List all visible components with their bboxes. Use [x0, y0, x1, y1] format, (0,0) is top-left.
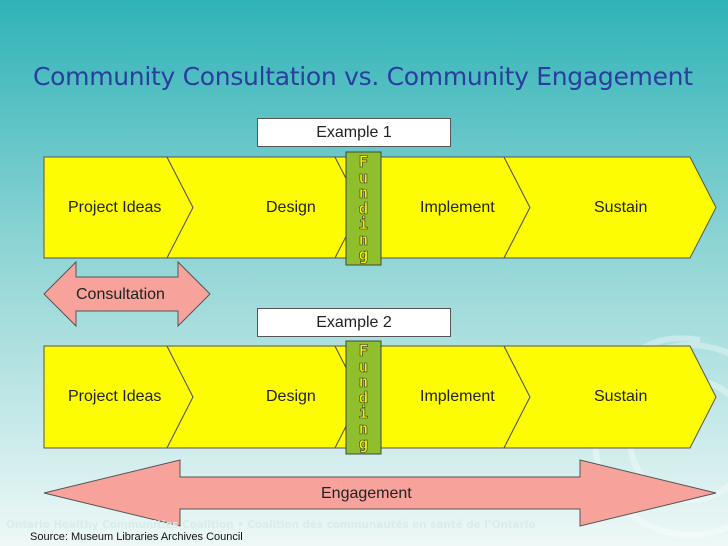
stage-project-ideas-2: Project Ideas — [68, 388, 162, 405]
stage-implement-1: Implement — [420, 199, 495, 216]
stage-implement-2: Implement — [420, 388, 495, 405]
stage-sustain-2: Sustain — [594, 388, 648, 405]
engagement-arrow — [43, 459, 717, 527]
funding-box-2 — [345, 340, 382, 455]
example-1-label: Example 1 — [257, 118, 451, 147]
stage-project-ideas-1: Project Ideas — [68, 199, 162, 216]
funding-box-1 — [345, 151, 382, 266]
stage-design-1: Design — [266, 199, 316, 216]
page-title: Community Consultation vs. Community Eng… — [33, 62, 693, 91]
row-1-chevron-design — [166, 156, 362, 259]
row-1-chevron-sustain — [503, 156, 717, 259]
footer-coalition-text: Ontario Healthy Communities Coalition • … — [6, 519, 536, 531]
source-note: Source: Museum Libraries Archives Counci… — [30, 531, 243, 543]
consultation-label: Consultation — [76, 286, 165, 303]
example-2-label: Example 2 — [257, 308, 451, 337]
row-2-chevron-design — [166, 345, 362, 449]
stage-design-2: Design — [266, 388, 316, 405]
consultation-arrow — [43, 260, 211, 328]
process-row-1 — [43, 156, 717, 259]
row-2-chevron-sustain — [503, 345, 717, 449]
process-row-2 — [43, 345, 717, 449]
engagement-label: Engagement — [321, 485, 412, 502]
stage-sustain-1: Sustain — [594, 199, 648, 216]
